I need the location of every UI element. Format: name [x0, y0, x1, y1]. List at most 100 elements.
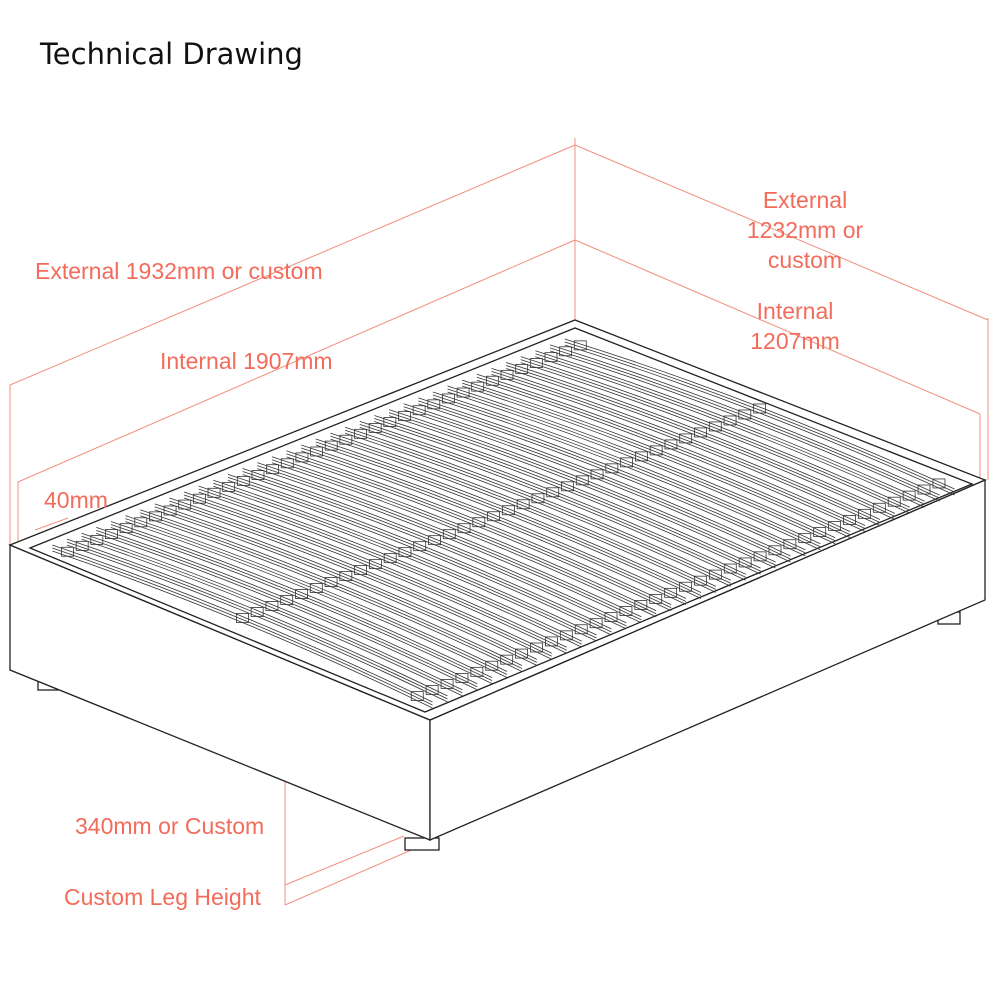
slat-holder: [932, 478, 946, 489]
slat-holder: [604, 612, 618, 623]
slat-holder: [694, 575, 707, 586]
slat-holder: [531, 493, 545, 504]
slat: [359, 424, 746, 578]
slat-holder: [178, 499, 192, 510]
slat: [242, 471, 627, 627]
slat-holder: [575, 475, 589, 486]
slat-holder: [266, 464, 280, 475]
inner-opening: [28, 327, 974, 713]
slat-holder: [798, 533, 812, 544]
slat-holder: [664, 439, 678, 450]
slat-holder: [163, 505, 177, 516]
slat-holder: [75, 540, 89, 551]
drawing-title: Technical Drawing: [39, 37, 303, 71]
slat: [330, 432, 717, 587]
slat-holder: [649, 445, 663, 456]
slat-holder: [309, 583, 323, 593]
slat-holder: [265, 601, 279, 611]
slat: [462, 382, 851, 535]
slat-holder: [605, 463, 619, 474]
slat-holder: [634, 451, 648, 462]
slat: [388, 409, 776, 563]
slat: [169, 497, 552, 654]
slat-holder: [295, 452, 309, 463]
slat-holder: [425, 685, 439, 695]
slat-holder: [134, 517, 148, 528]
slat: [418, 400, 806, 554]
bed-height-label: 340mm or Custom: [75, 813, 264, 839]
slat-holder: [207, 487, 221, 498]
internal-width-label-2: 1207mm: [750, 328, 839, 354]
bed-frame: [8, 319, 987, 851]
slat: [374, 415, 761, 569]
slat: [344, 429, 731, 584]
slat-holder: [149, 511, 162, 522]
slat-holder: [61, 546, 74, 557]
slat: [169, 500, 552, 657]
slat: [125, 518, 508, 675]
slat-holder: [440, 679, 454, 689]
slat: [96, 530, 478, 688]
slat: [315, 441, 702, 596]
slat-holder: [694, 427, 707, 438]
slat: [535, 350, 925, 502]
slat-holder: [192, 493, 206, 504]
slat-holder: [119, 523, 133, 534]
slat: [66, 538, 448, 697]
slat: [125, 515, 508, 672]
slat-holder: [708, 569, 722, 580]
slat-holder: [295, 589, 308, 599]
slat-holder: [324, 577, 338, 587]
slat-holder: [813, 527, 827, 537]
slat: [432, 394, 821, 548]
slat: [432, 391, 821, 545]
slat: [403, 403, 791, 557]
slat: [549, 347, 940, 499]
slat: [286, 450, 672, 605]
slat-holder: [383, 553, 397, 564]
slat: [549, 344, 940, 496]
slat-holder: [843, 515, 856, 525]
internal-width-label-1: Internal: [757, 298, 834, 324]
slat-holder: [530, 642, 543, 653]
slat: [506, 362, 896, 514]
slat-holder: [398, 547, 412, 558]
slat-holder: [487, 511, 501, 522]
slats: [52, 338, 955, 709]
slat-holder: [368, 423, 382, 433]
internal-length-label: Internal 1907mm: [160, 348, 333, 374]
external-length-label: External 1932mm or custom: [35, 258, 323, 284]
slat-holder: [280, 458, 294, 469]
slat-holder: [368, 559, 382, 570]
slat-holder: [442, 529, 456, 540]
slat: [301, 444, 687, 599]
slat-holder: [500, 654, 514, 665]
leg-height-label: Custom Leg Height: [64, 884, 261, 910]
slat: [564, 341, 955, 493]
slat: [154, 506, 538, 663]
slat-holder: [664, 587, 678, 598]
slat-holder: [544, 352, 558, 363]
slat: [506, 365, 896, 517]
slat-holder: [410, 691, 424, 702]
external-width-label-3: custom: [768, 247, 842, 273]
slat-holder: [783, 539, 797, 550]
slat-holder: [723, 415, 737, 426]
slat-holder: [561, 481, 574, 492]
slat-holder: [324, 440, 338, 451]
slat-holder: [649, 593, 663, 604]
slat: [257, 465, 642, 621]
slat: [198, 485, 582, 642]
slat-holder: [872, 502, 886, 513]
slat-holder: [679, 433, 693, 444]
slat: [491, 371, 881, 523]
slat: [462, 379, 851, 532]
slat-holder: [753, 403, 767, 414]
slat-holder: [339, 434, 353, 445]
slat: [535, 353, 925, 505]
slat-holder: [589, 618, 603, 629]
slat-holder: [559, 346, 573, 357]
slat: [81, 532, 463, 691]
leg: [404, 837, 440, 851]
slat: [344, 426, 731, 581]
